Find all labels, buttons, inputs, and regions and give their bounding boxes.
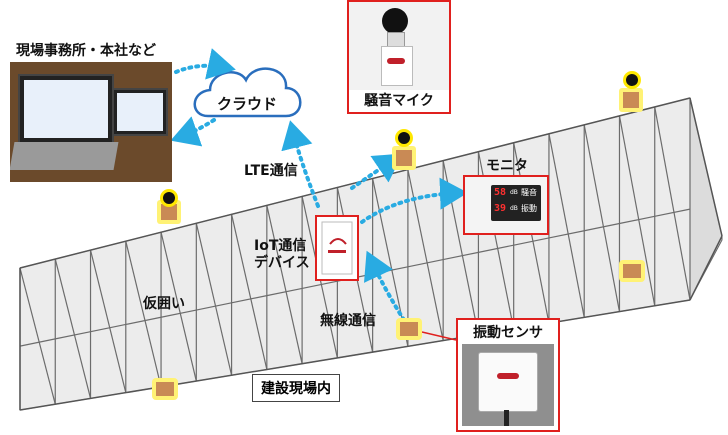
site-label: 建設現場内 — [252, 374, 340, 402]
cloud-icon — [193, 67, 302, 118]
monitor-screen: 58 dB 騒音 39 dB 振動 — [491, 185, 541, 221]
vibration-label: 振動センサ — [473, 325, 543, 341]
laptop-left-keyboard — [10, 142, 119, 170]
monitor-row1-value: 58 — [494, 187, 507, 198]
monitor-row1-unit: dB — [510, 189, 518, 196]
monitor-row2-label: 振動 — [521, 204, 537, 213]
lte-label: LTE通信 — [244, 163, 298, 179]
cloud-label: クラウド — [217, 95, 278, 113]
communication-arrows — [170, 48, 468, 322]
monitor-photo: 58 dB 騒音 39 dB 振動 — [463, 175, 549, 235]
fence-label: 仮囲い — [143, 296, 185, 312]
mic-ball-icon — [382, 8, 408, 34]
noise-mic-right — [619, 71, 643, 112]
monitor-row2-value: 39 — [494, 203, 507, 214]
noise-mic-left — [157, 189, 181, 224]
wireless-label: 無線通信 — [320, 313, 376, 329]
iot-device — [315, 215, 359, 281]
vibration-sensor-right — [619, 260, 645, 282]
monitor-row2-unit: dB — [510, 205, 518, 212]
vibration-leader-line — [421, 331, 457, 341]
noise-mic-center — [392, 129, 416, 170]
monitor-row1-label: 騒音 — [521, 188, 537, 197]
vibration-sensor-front — [396, 318, 422, 340]
vibration-sensor-photo: 振動センサ — [456, 318, 560, 432]
mic-label: 騒音マイク — [364, 93, 434, 109]
monitor-label: モニタ — [486, 158, 528, 174]
iot-label: IoT通信 デバイス — [254, 238, 310, 271]
office-label: 現場事務所・本社など — [16, 43, 156, 59]
laptop-left — [18, 74, 114, 144]
vibration-sensor-box — [478, 352, 538, 412]
noise-mic-photo: 騒音マイク — [347, 0, 451, 114]
laptop-right — [112, 88, 168, 136]
office-photo — [10, 62, 172, 182]
vibration-sensor-bottom-left — [152, 378, 178, 400]
